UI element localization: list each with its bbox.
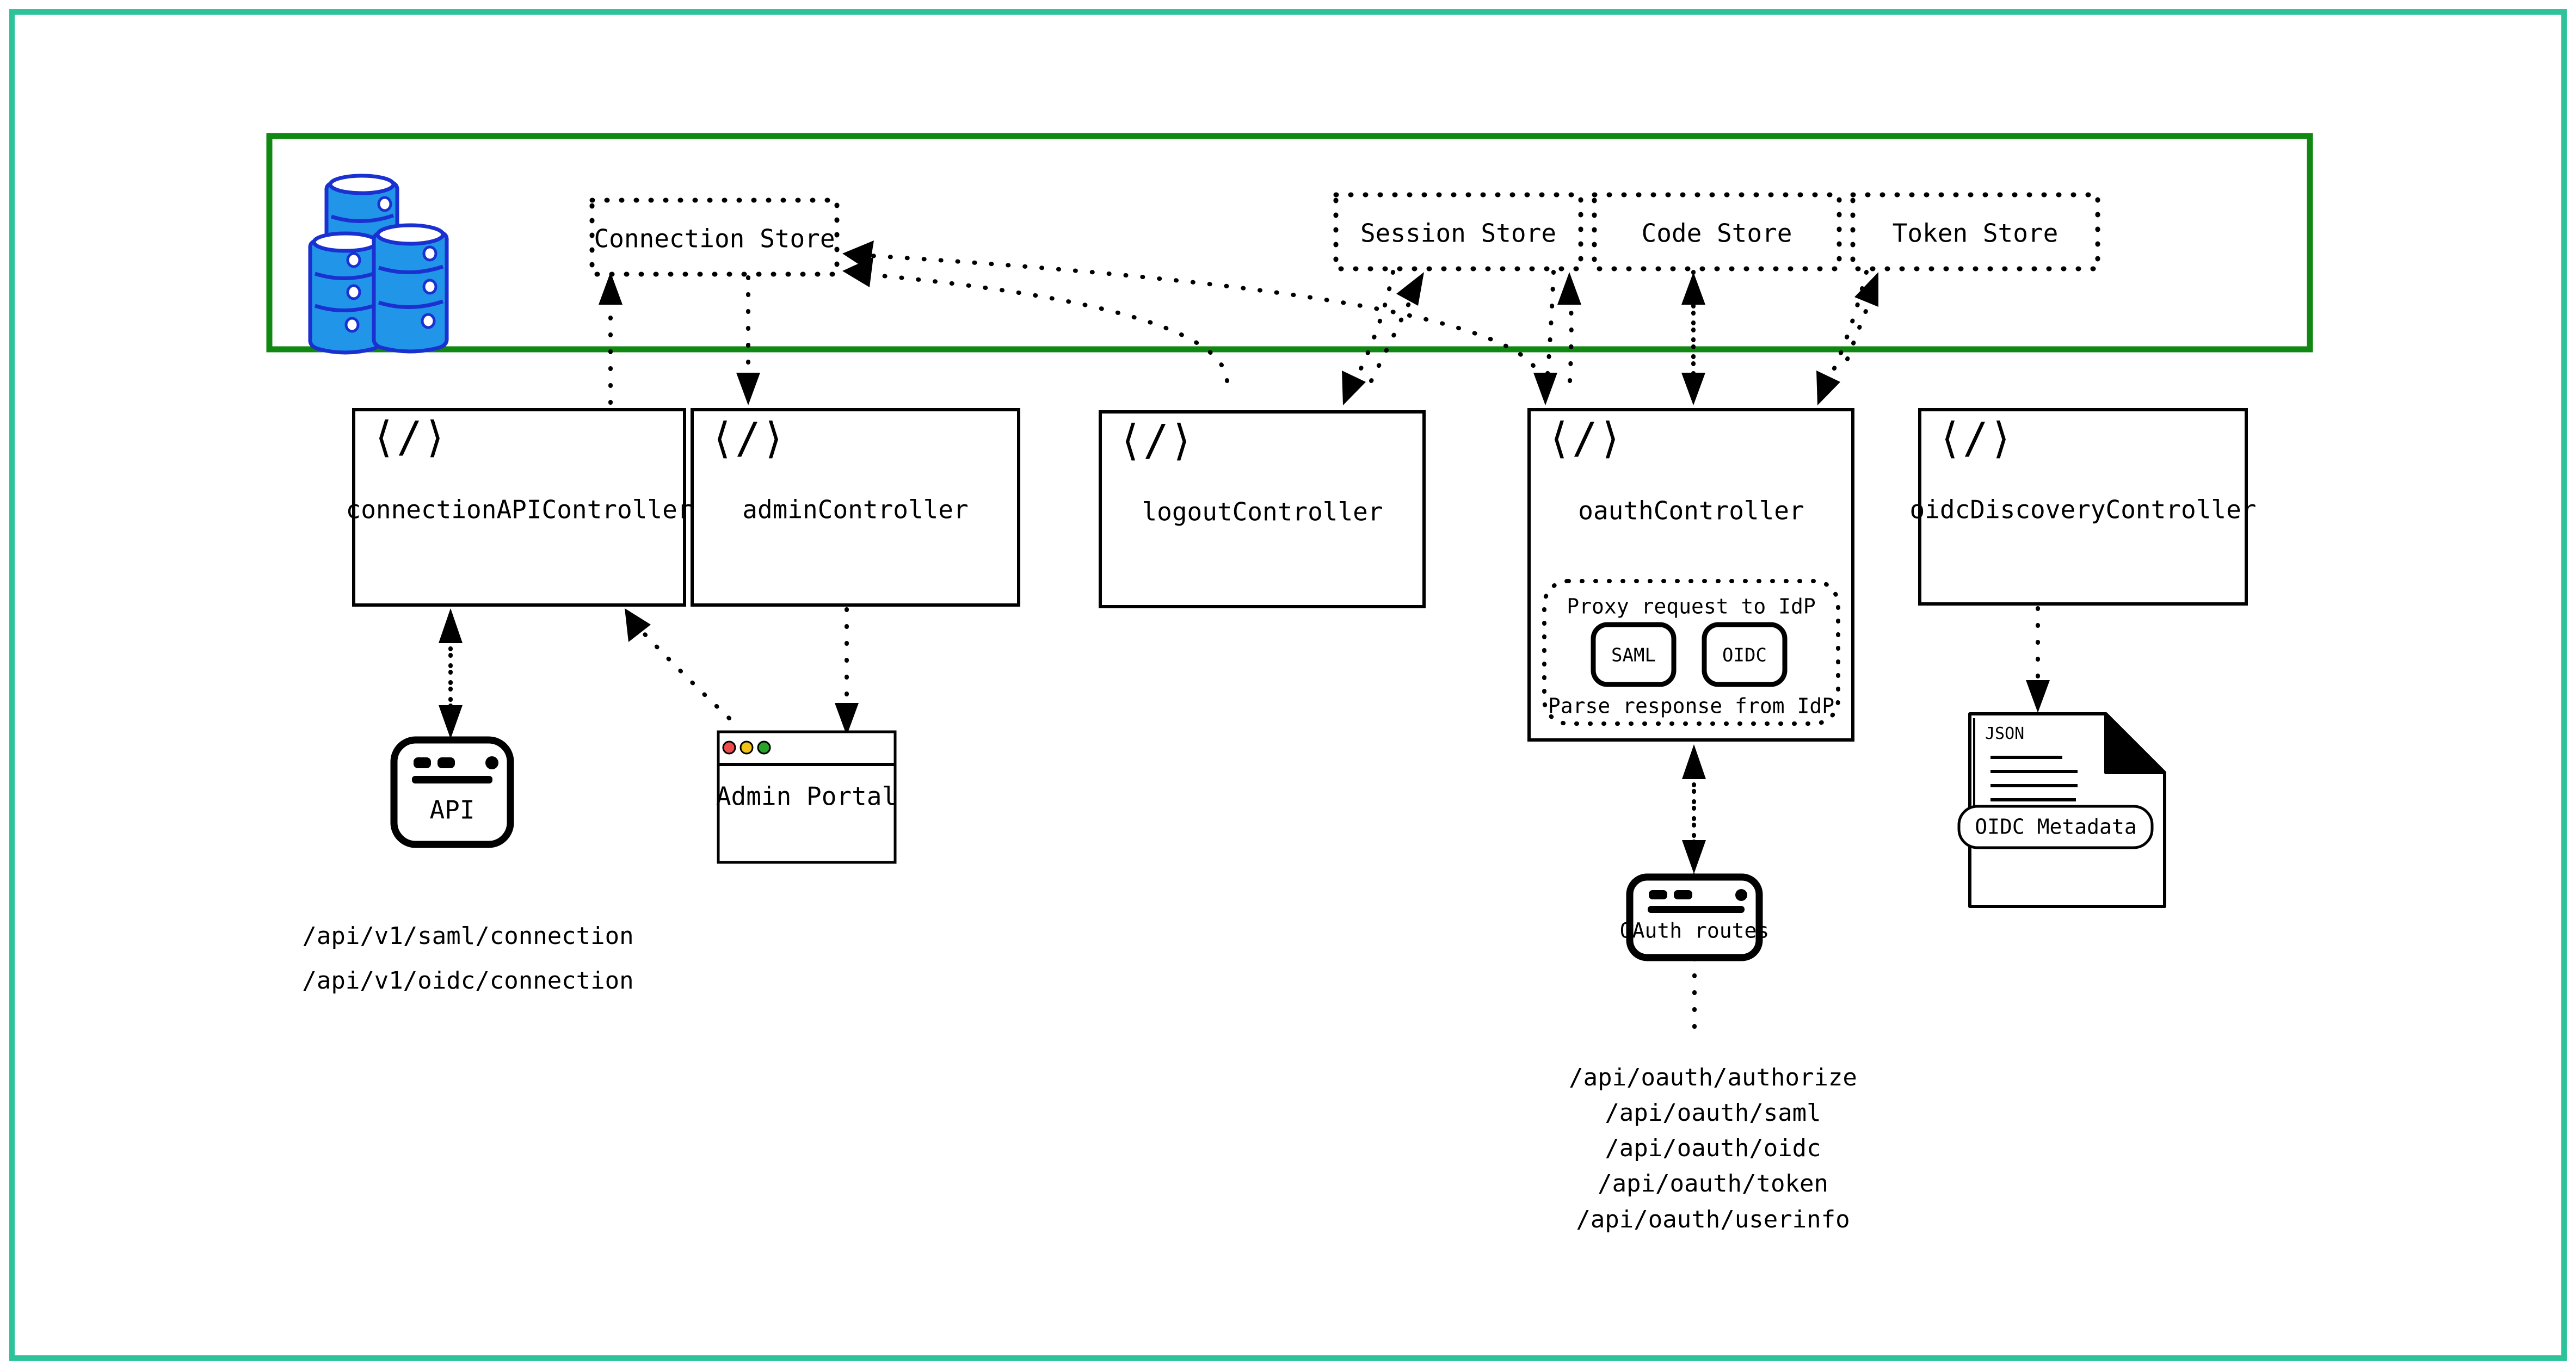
json-doc-tag: JSON [1985,724,2024,743]
endpoint-oauth-token: /api/oauth/token [1598,1170,1828,1198]
code-store[interactable]: Code Store [1592,192,1842,271]
logout-controller[interactable]: ⟨/⟩ logoutController [1099,410,1426,608]
oidc-discovery-controller[interactable]: ⟨/⟩ oidcDiscoveryController [1910,408,2257,606]
oauth-routes-label: OAuth routes [1620,919,1770,943]
connection-store-label: Connection Store [594,224,835,254]
connector-logout-to-connstore [868,273,1229,383]
connector-logout-to-sessionstore [1369,294,1414,383]
page-border [9,9,2567,1361]
oauth-routes-icon[interactable]: OAuth routes [1620,873,1770,961]
code-icon: ⟨/⟩ [710,414,786,463]
connector-oauth-to-sessionstore [1568,294,1574,383]
endpoint-oauth-userinfo: /api/oauth/userinfo [1576,1206,1850,1233]
browser-window-icon[interactable]: Admin Portal [716,730,897,864]
endpoint-oidc-connection: /api/v1/oidc/connection [302,967,633,995]
logout-controller-label: logoutController [1142,497,1383,527]
api-label: API [429,795,474,825]
connection-api-controller[interactable]: ⟨/⟩ connectionAPIController [346,408,693,607]
connection-store[interactable]: Connection Store [589,198,840,277]
connection-api-controller-label: connectionAPIController [346,495,693,524]
code-icon: ⟨/⟩ [1937,414,2014,463]
code-store-label: Code Store [1642,219,1792,248]
parse-response-label: Parse response from IdP [1548,694,1834,718]
connector-portal-to-connapi [634,624,731,720]
token-store[interactable]: Token Store [1850,192,2100,271]
oidc-button-label: OIDC [1722,645,1767,667]
endpoint-oauth-saml: /api/oauth/saml [1605,1099,1821,1127]
code-icon: ⟨/⟩ [1118,416,1194,465]
endpoint-oauth-oidc: /api/oauth/oidc [1605,1134,1821,1162]
oauth-controller[interactable]: ⟨/⟩ oauthController Proxy request to IdP… [1527,408,1854,742]
saml-button-label: SAML [1611,645,1656,667]
session-store-label: Session Store [1360,219,1556,248]
admin-portal-label: Admin Portal [716,782,897,811]
json-document-icon[interactable]: JSON OIDC Metadata [1957,712,2166,908]
database-stack-icon [308,174,449,355]
admin-controller-label: adminController [742,495,968,524]
proxy-request-label: Proxy request to IdP [1567,595,1816,619]
oidc-metadata-label: OIDC Metadata [1975,815,2136,839]
endpoint-saml-connection: /api/v1/saml/connection [302,922,633,950]
token-store-label: Token Store [1893,219,2059,248]
connector-sessionstore-to-logout [1353,270,1395,383]
code-icon: ⟨/⟩ [371,413,448,462]
admin-controller[interactable]: ⟨/⟩ adminController [691,408,1020,607]
connector-sessionstore-to-oauth [1545,270,1556,383]
store-container [266,133,2313,353]
connector-tokenstore-to-oauth [1826,270,1869,383]
oauth-controller-label: oauthController [1578,496,1804,526]
endpoint-oauth-authorize: /api/oauth/authorize [1569,1064,1857,1091]
connector-oauth-to-connstore [868,254,1542,383]
saml-button[interactable]: SAML [1591,622,1677,687]
session-store[interactable]: Session Store [1333,192,1583,271]
oidc-button[interactable]: OIDC [1702,622,1788,687]
code-icon: ⟨/⟩ [1546,414,1623,463]
api-device-icon[interactable]: API [390,736,514,848]
oidc-metadata-capsule [1957,805,2154,849]
oauth-idp-proxy-group: Proxy request to IdP SAML OIDC Parse res… [1542,579,1840,726]
oidc-discovery-controller-label: oidcDiscoveryController [1910,495,2257,524]
